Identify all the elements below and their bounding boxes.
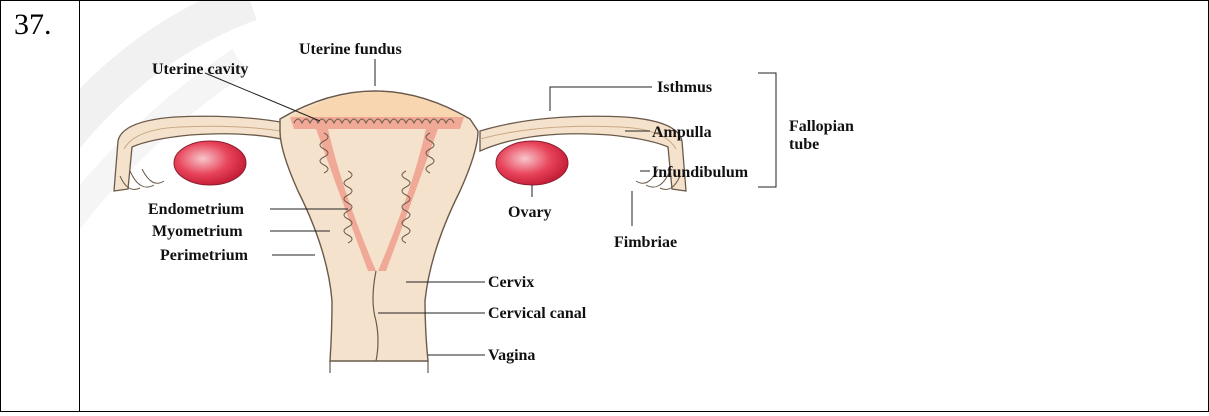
question-number: 37.	[14, 8, 52, 42]
label-myometrium: Myometrium	[152, 223, 243, 240]
label-fallopian: Fallopian	[789, 118, 854, 135]
label-uterine-cavity: Uterine cavity	[152, 61, 248, 78]
label-uterine-fundus: Uterine fundus	[299, 41, 402, 58]
label-isthmus: Isthmus	[657, 79, 712, 96]
left-ovary	[174, 141, 246, 185]
label-vagina: Vagina	[488, 347, 535, 364]
label-ovary: Ovary	[508, 204, 552, 221]
label-perimetrium: Perimetrium	[160, 247, 249, 264]
label-cervix: Cervix	[488, 274, 534, 291]
label-endometrium: Endometrium	[148, 201, 245, 218]
label-tube: tube	[789, 136, 819, 153]
diagram-canvas: Uterine fundus Uterine cavity Isthmus Am…	[80, 1, 1208, 411]
uterus-body	[280, 91, 478, 373]
label-infundibulum: Infundibulum	[652, 164, 749, 181]
right-ovary	[496, 141, 568, 185]
label-ampulla: Ampulla	[652, 124, 712, 141]
label-cervical-canal: Cervical canal	[488, 305, 587, 322]
label-fimbriae: Fimbriae	[614, 234, 677, 251]
uterus-diagram: Uterine fundus Uterine cavity Isthmus Am…	[80, 1, 1208, 411]
question-number-cell: 37.	[1, 1, 80, 411]
